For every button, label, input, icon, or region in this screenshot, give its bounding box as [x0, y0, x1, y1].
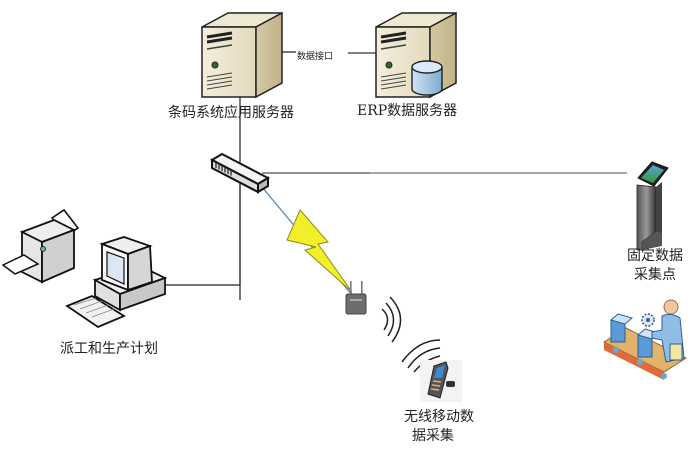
keyboard-icon [65, 294, 126, 329]
switch-to-workstation-link [150, 180, 241, 286]
kiosk-label-line-2: 采集点 [634, 267, 676, 283]
workstation-node[interactable] [65, 236, 168, 329]
handheld-label-line-1: 无线移动数 [404, 409, 474, 425]
app-server-label: 条码系统应用服务器 [168, 105, 294, 121]
wireless-lightning-icon [286, 209, 353, 293]
printer-icon [1, 208, 80, 284]
printer-node[interactable] [1, 208, 80, 284]
handheld-label-line-2: 据采集 [412, 428, 454, 444]
app-server-node[interactable] [201, 11, 283, 99]
erp-server-node[interactable] [375, 11, 457, 99]
desktop-computer-icon [65, 236, 168, 329]
handheld-node[interactable] [420, 360, 462, 402]
tower-server-icon [201, 11, 283, 99]
data-interface-label: 数据接口 [296, 52, 335, 60]
database-server-icon [375, 11, 457, 99]
network-switch-node[interactable] [209, 152, 271, 194]
access-point-node[interactable] [345, 281, 367, 315]
wireless-access-point-icon [345, 281, 367, 315]
radio-waves-icon [381, 296, 441, 373]
kiosk-label: 固定数据 采集点 [627, 247, 683, 285]
kiosk-terminal-icon [636, 161, 669, 251]
network-switch-icon [209, 152, 271, 194]
production-line-node[interactable] [602, 299, 688, 380]
kiosk-node[interactable] [636, 161, 669, 251]
kiosk-label-line-1: 固定数据 [627, 248, 683, 264]
gear-icon [641, 313, 655, 327]
handheld-scanner-icon [420, 360, 462, 402]
erp-server-label: ERP数据服务器 [357, 103, 458, 119]
database-cylinder-icon [411, 60, 443, 96]
workstation-label: 派工和生产计划 [60, 341, 158, 357]
assembly-line-worker-icon [602, 299, 688, 380]
handheld-label: 无线移动数 据采集 [404, 408, 474, 446]
